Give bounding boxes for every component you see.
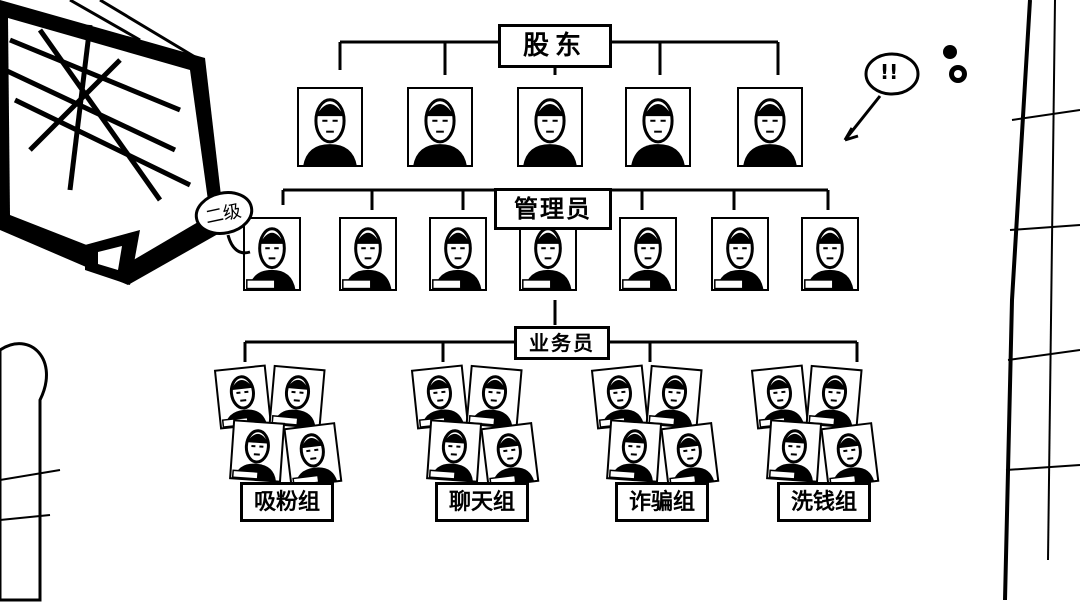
level-note-arrow <box>226 234 251 255</box>
scribble-texture <box>3 24 192 202</box>
staff-portrait <box>660 422 720 488</box>
group-label-fans: 吸粉组 <box>240 482 334 522</box>
staff-photo <box>283 422 343 488</box>
staff-photo <box>660 422 720 488</box>
staff-portrait <box>426 419 483 483</box>
staff-portrait <box>805 364 863 430</box>
staff-portrait <box>410 364 469 430</box>
staff-photo <box>410 364 469 430</box>
alert-bubble <box>864 52 920 96</box>
staff-portrait <box>606 419 663 483</box>
staff-photo <box>426 419 483 483</box>
staff-photo-stack <box>213 364 343 488</box>
level-label-shareholders: 股东 <box>498 24 612 68</box>
shareholder-row <box>297 87 803 167</box>
manager-portrait <box>619 217 677 291</box>
staff-photo <box>606 419 663 483</box>
alert-text: !! <box>880 60 899 84</box>
left-scrap <box>0 342 48 602</box>
staff-photo <box>268 364 326 430</box>
group-label-laundering: 洗钱组 <box>777 482 871 522</box>
staff-photo <box>805 364 863 430</box>
group-label-fraud: 诈骗组 <box>615 482 709 522</box>
manager-portrait <box>711 217 769 291</box>
staff-portrait <box>465 364 523 430</box>
shareholder-portrait <box>517 87 583 167</box>
shareholder-portrait <box>297 87 363 167</box>
manager-portrait <box>519 217 577 291</box>
staff-portrait <box>283 422 343 488</box>
staff-photo-stack <box>750 364 880 488</box>
staff-photo <box>213 364 272 430</box>
staff-portrait <box>645 364 703 430</box>
right-page-edge <box>1003 0 1032 601</box>
staff-photo <box>465 364 523 430</box>
staff-portrait <box>480 422 540 488</box>
torn-paper-light <box>8 18 210 262</box>
staff-group-stacks <box>213 364 880 488</box>
level-label-managers: 管理员 <box>494 188 612 230</box>
shareholder-portrait <box>407 87 473 167</box>
staff-photo <box>820 422 880 488</box>
staff-photo-stack <box>590 364 720 488</box>
staff-portrait <box>213 364 272 430</box>
staff-photo <box>645 364 703 430</box>
level-note-bubble <box>194 191 254 235</box>
staff-portrait <box>590 364 649 430</box>
staff-photo <box>480 422 540 488</box>
annotations <box>194 45 967 255</box>
manager-portrait <box>339 217 397 291</box>
staff-portrait <box>750 364 809 430</box>
staff-photo <box>766 419 823 483</box>
manager-row <box>243 217 859 291</box>
group-label-chat: 聊天组 <box>435 482 529 522</box>
staff-photo-stack <box>410 364 540 488</box>
staff-photo <box>229 419 286 483</box>
staff-photo <box>590 364 649 430</box>
staff-photo <box>750 364 809 430</box>
ink-blot-icon <box>943 45 967 83</box>
staff-portrait <box>766 419 823 483</box>
shareholder-portrait <box>625 87 691 167</box>
level-label-staff: 业务员 <box>514 326 610 360</box>
staff-portrait <box>820 422 880 488</box>
shareholder-portrait <box>737 87 803 167</box>
manager-portrait <box>429 217 487 291</box>
staff-portrait <box>268 364 326 430</box>
manager-portrait <box>243 217 301 291</box>
staff-portrait <box>229 419 286 483</box>
manager-portrait <box>801 217 859 291</box>
